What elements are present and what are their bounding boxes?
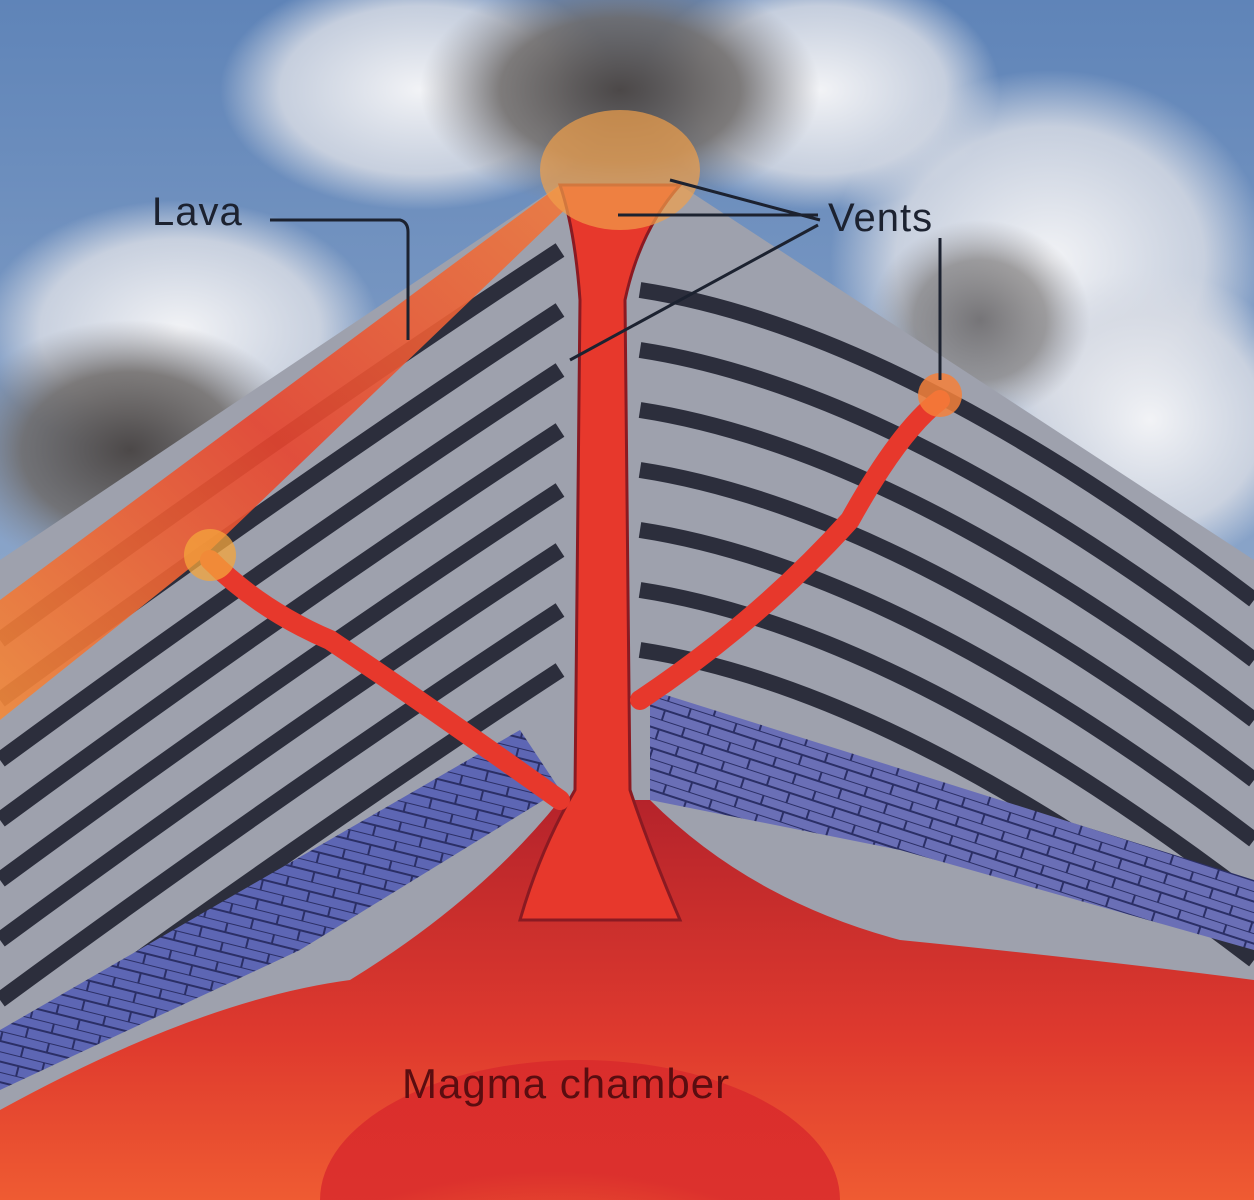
label-vents: Vents	[828, 196, 934, 240]
right-side-vent	[630, 390, 950, 710]
bedrock-left	[0, 730, 560, 1090]
bedrock-right	[650, 690, 1254, 950]
label-leader-lines	[270, 178, 942, 380]
main-vent-conduit	[518, 183, 684, 922]
left-side-vent	[200, 550, 570, 810]
magma-chamber	[0, 800, 1254, 1200]
label-lava: Lava	[152, 190, 243, 234]
lava-flow	[0, 185, 575, 720]
label-magma-chamber: Magma chamber	[402, 1060, 731, 1107]
